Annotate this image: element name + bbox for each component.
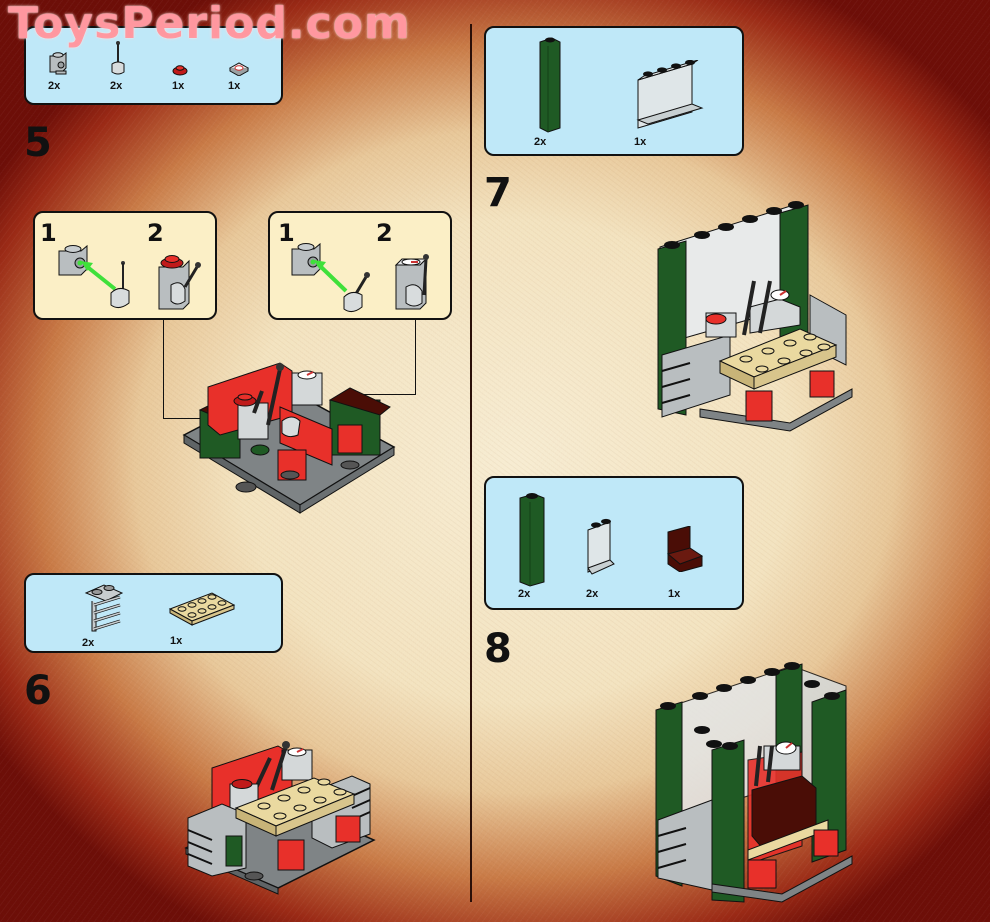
part-qty: 1x — [634, 136, 647, 148]
grille-bracket-icon — [84, 584, 124, 632]
part-clear-panel-wide: 1x — [634, 60, 704, 148]
part-qty: 1x — [170, 635, 183, 647]
gauge-tile-icon — [228, 62, 250, 76]
part-green-pillar: 2x — [534, 36, 562, 148]
part-red-round-plate: 1x — [172, 64, 188, 92]
part-grille-bracket: 2x — [82, 583, 126, 649]
part-qty: 2x — [48, 80, 61, 92]
clip-brick-with-arrow-icon — [58, 244, 130, 309]
tan-plate-icon — [168, 592, 236, 626]
column-divider — [470, 24, 472, 902]
part-green-pillar: 2x — [518, 492, 546, 600]
parts-list-step7: 2x 1x — [484, 26, 744, 156]
green-pillar-icon — [519, 493, 545, 587]
part-qty: 2x — [82, 637, 95, 649]
part-tan-plate: 1x — [168, 591, 236, 647]
clip-brick-with-arrow-icon — [291, 242, 370, 313]
step5-model-illustration — [182, 362, 396, 514]
step-number-5: 5 — [24, 120, 52, 166]
clear-panel-wide-icon — [636, 60, 704, 129]
subassembly-a: 1 2 — [33, 211, 217, 320]
clear-panel-narrow-icon — [587, 518, 615, 575]
step7-model-illustration — [657, 201, 853, 432]
callout-leader-a — [163, 319, 205, 419]
step8-model-illustration — [655, 662, 853, 903]
part-qty: 1x — [228, 80, 241, 92]
green-pillar-icon — [539, 37, 561, 133]
parts-list-step5: 2x 2x 1x 1x — [24, 26, 283, 105]
substep-1: 1 — [278, 219, 295, 247]
step-number-6: 6 — [24, 668, 52, 714]
part-clear-panel-narrow: 2x — [584, 518, 616, 600]
step6-model-illustration — [184, 741, 376, 895]
part-qty: 2x — [586, 588, 599, 600]
red-round-plate-icon — [172, 65, 188, 76]
part-qty: 1x — [668, 588, 681, 600]
part-qty: 1x — [172, 80, 185, 92]
gray-clip-brick-icon — [49, 52, 67, 75]
step-number-8: 8 — [484, 626, 512, 672]
lever-icon — [111, 41, 125, 75]
part-seat: 1x — [664, 526, 704, 600]
part-qty: 2x — [518, 588, 531, 600]
callout-leader-b — [357, 319, 416, 395]
part-clip-brick: 2x — [47, 50, 69, 92]
part-lever: 2x — [110, 40, 126, 92]
subassembly-b: 1 2 — [268, 211, 452, 320]
assembled-knob-lever-icon — [158, 255, 201, 310]
part-qty: 2x — [534, 136, 547, 148]
substep-1: 1 — [40, 219, 57, 247]
seat-icon — [666, 526, 704, 572]
parts-list-step8: 2x 2x 1x — [484, 476, 744, 610]
substep-2: 2 — [147, 219, 164, 247]
parts-list-step6: 2x 1x — [24, 573, 283, 653]
watermark: ToysPeriod.com — [8, 0, 411, 49]
part-qty: 2x — [110, 80, 123, 92]
part-gauge-tile: 1x — [228, 60, 250, 92]
assembled-gauge-lever-icon — [394, 254, 429, 310]
step-number-7: 7 — [484, 170, 512, 216]
substep-2: 2 — [376, 219, 393, 247]
